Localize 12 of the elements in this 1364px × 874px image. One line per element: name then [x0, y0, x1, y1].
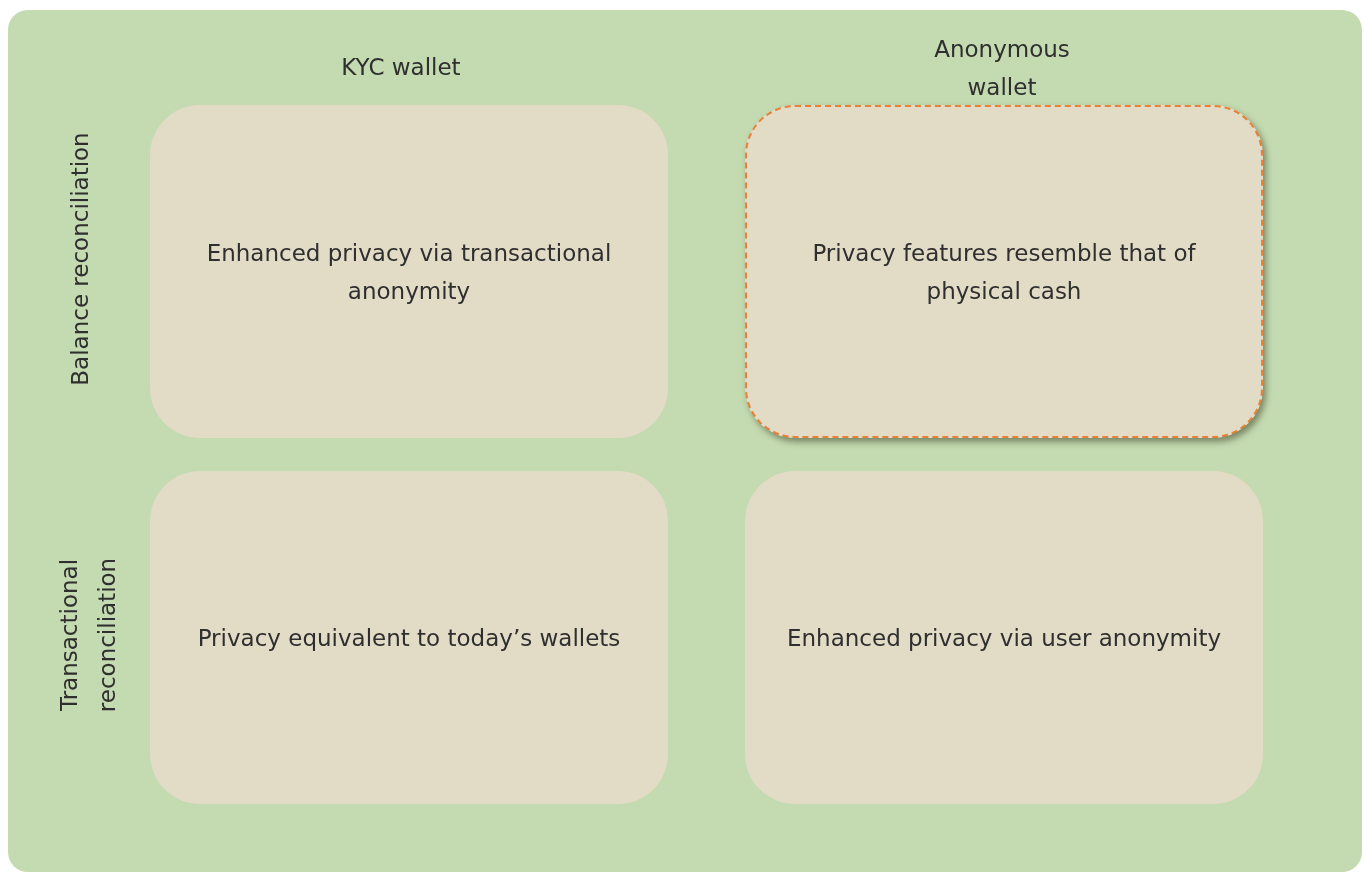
row-header: Balance reconciliation [66, 131, 94, 388]
quadrant-box [150, 105, 668, 438]
quadrant-box [745, 471, 1263, 804]
quadrant-text: Enhanced privacy via transactional anonymity [205, 238, 613, 306]
column-header: Anonymous wallet [933, 35, 1071, 102]
row-header: Transactional reconciliation [55, 556, 121, 715]
quadrant-box [150, 471, 668, 804]
column-header: KYC wallet [340, 53, 462, 82]
quadrant-text: Privacy features resemble that of physical cash [811, 238, 1197, 306]
quadrant-text: Privacy equivalent to today’s wallets [197, 623, 621, 653]
quadrant-text: Enhanced privacy via user anonymity [787, 623, 1221, 653]
highlighted-quadrant-box [745, 105, 1263, 438]
